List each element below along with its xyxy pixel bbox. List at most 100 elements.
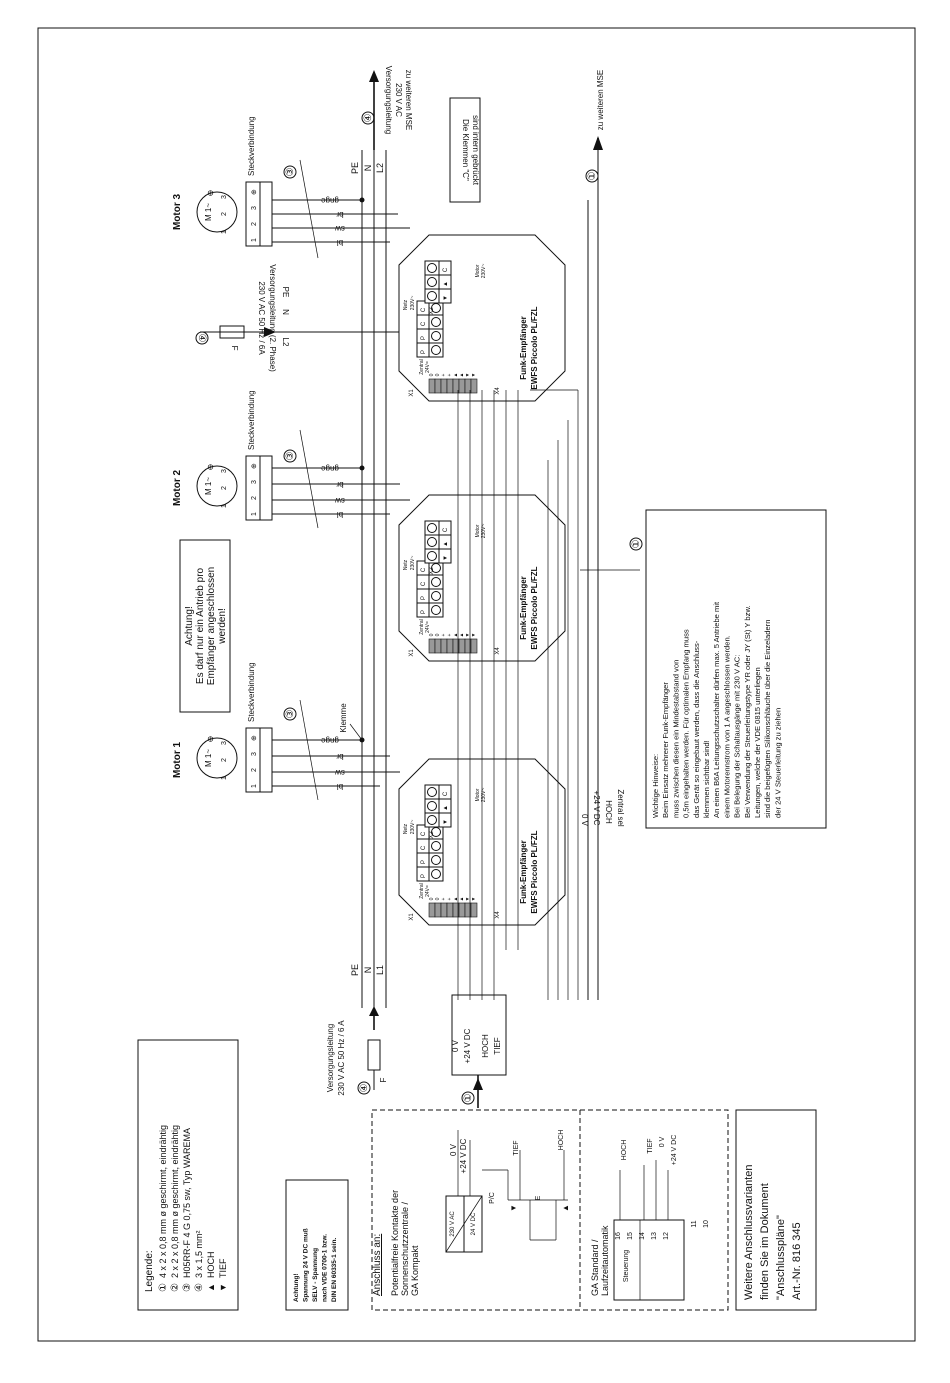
hinweis-line: 0,5m eingehalten werden. Für optimalen E… (682, 629, 691, 818)
receiver-1-x4-label: ▲ (453, 897, 459, 902)
klemme-label: Klemme (339, 703, 348, 733)
ga-0v: 0 V (659, 1136, 666, 1147)
legend-symbol: ③ (182, 1283, 193, 1292)
receiver-3-x4-terminal (428, 378, 436, 394)
psu-24v: +24 V DC (459, 1138, 468, 1173)
receiver-2-x2-label: ▲ (443, 541, 449, 547)
ga-hoch: HOCH (621, 1140, 628, 1161)
ga-standard: GA Standard / Laufzeitautomatik Steuerun… (590, 1135, 710, 1301)
receiver-3-x1: X1 (409, 389, 415, 397)
receiver-3-x1-screw-head (431, 331, 441, 341)
hinweis-line: Bei Belegung der Schaltausgänge mit 230 … (733, 655, 742, 818)
ctrl-feed-circle (461, 1091, 475, 1105)
psu-e: E (535, 1195, 542, 1200)
ctrl-num: ① (631, 539, 642, 548)
motor-3-plug-pe: ⊕ (251, 189, 258, 195)
ga-box (613, 1219, 685, 1301)
receiver-3-motor: Motor (475, 264, 481, 277)
receiver-1-x4-label: 0 (429, 897, 435, 900)
receiver-1-x2-screw-head (427, 801, 437, 811)
legend-title: Legende: (144, 1250, 155, 1292)
motor-3-title: Motor 3 (172, 194, 183, 231)
receiver-3-zentral-v: 24V= (425, 361, 431, 373)
ctrl-bottom-24v: +24 V DC (463, 1028, 472, 1063)
motor-2-cable-tick (299, 429, 319, 529)
receiver-1-x2-screw-head (427, 815, 437, 825)
motor-3-t1: 1 (221, 230, 228, 234)
motor-2: M 1~ 1 2 3 ⊕ 1 2 3 ⊕ Steckverbindung (196, 390, 273, 521)
motor-1-plug-t1: 1 (251, 784, 258, 788)
motor-1-t2: 2 (221, 758, 228, 762)
motor-3-label-sw: sw (335, 224, 345, 233)
receiver-1-x2: X2 (429, 831, 435, 839)
receiver-2-netz: Netz (403, 559, 409, 570)
psu-in: 230 V AC (450, 1211, 456, 1237)
receiver-1-motor: Motor (475, 788, 481, 801)
receiver-1-name: Funk-Empfänger (519, 840, 528, 904)
receiver-1-x2-label: C (443, 791, 449, 796)
motor-1-label-bl: bl (337, 782, 343, 791)
receiver-1-x4-terminal (446, 902, 454, 918)
receiver-2-x4-terminal (440, 638, 448, 654)
receiver-2-x1-label: C (421, 567, 427, 572)
control-bus-circle (585, 169, 599, 183)
motor-1-cable-num: ③ (285, 709, 296, 718)
motor-2-cable-num: ③ (285, 451, 296, 460)
receiver-2-x4-label: + (441, 633, 447, 636)
feed-left-num: ④ (359, 1083, 370, 1092)
motor-1-circle (196, 737, 238, 779)
motor-2-steckverbindung: Steckverbindung (247, 390, 256, 450)
receiver-1-model: EWFS Piccolo PL/FZL (530, 830, 539, 913)
motor-3-t3: 3 (221, 195, 228, 199)
receiver-2-x4: X4 (495, 647, 501, 655)
receiver-1-x4-label: ▼ (465, 897, 471, 902)
zu-weiteren-mse: zu weiteren MSE (596, 70, 605, 130)
receiver-3-x2-screw-head (427, 263, 437, 273)
phase2-l2: L2 (281, 338, 290, 347)
motor-1-pe: ⊕ (206, 736, 215, 743)
receiver-3-x2-label: ▼ (443, 295, 449, 301)
motor-2-circle (196, 465, 238, 507)
anschluss-area (371, 1109, 729, 1311)
hinweis-line: das Gerät so eingebaut werden, dass die … (692, 640, 701, 818)
motor-2-plug-t3: 3 (251, 480, 258, 484)
legend-symbol: ① (158, 1283, 169, 1292)
motor-2-label-br: br (336, 480, 343, 489)
receiver-3-x1-label: P (421, 350, 427, 354)
anschluss-sub3: GA Kompakt (410, 1245, 420, 1296)
receiver-1-netz-v: 230V~ (410, 820, 416, 835)
ctrl-circle (629, 537, 643, 551)
ga-steuerung: Steuerung (623, 1250, 630, 1282)
motor-2-title: Motor 2 (172, 470, 183, 507)
motor-2-t3: 3 (221, 469, 228, 473)
weitere-line: Art.-Nr. 816 345 (791, 1222, 803, 1300)
motor-1: M 1~ 1 2 3 ⊕ 1 2 3 ⊕ Steckverbindung (196, 662, 273, 793)
supply-top-line2: 230 V AC (394, 83, 403, 117)
motor-1-label-gnge: gnge (321, 736, 339, 745)
sw-down: ▼ (509, 1204, 518, 1212)
receiver-3-x4-label: + (441, 373, 447, 376)
ctrl-24v: +24 V DC (592, 791, 601, 826)
achtung-small-line: DIN EN 60335-1 sein. (331, 1237, 338, 1302)
receiver-1-x4-terminal (440, 902, 448, 918)
receiver-2-x4-terminal (428, 638, 436, 654)
ga-t14: 14 (639, 1232, 646, 1240)
receiver-3-x2-label: C (443, 267, 449, 272)
receiver-1-x4: X4 (495, 911, 501, 919)
receiver-2-netz-v: 230V~ (410, 556, 416, 571)
receiver-1-zentral-v: 24V= (425, 885, 431, 897)
receiver-3-x4-label: + (447, 373, 453, 376)
achtung-line4: werden! (217, 608, 228, 645)
motor-2-plug-t2: 2 (251, 496, 258, 500)
receiver-3-x4-label: ▼ (471, 373, 477, 378)
psu-diag (445, 1195, 483, 1253)
hinweis-line: Bei Verwendung der Steuerleitungstype YR… (743, 605, 752, 818)
schematic: Motor 1 Motor 2 Motor 3 M 1~ 1 2 3 ⊕ 1 2… (137, 66, 827, 1311)
motor-2-label-sw: sw (335, 496, 345, 505)
receiver-2-motor: Motor (475, 524, 481, 537)
legend-symbol: ▼ (218, 1283, 228, 1292)
supply-left-line1: Versorgungsleitung (326, 1024, 335, 1093)
